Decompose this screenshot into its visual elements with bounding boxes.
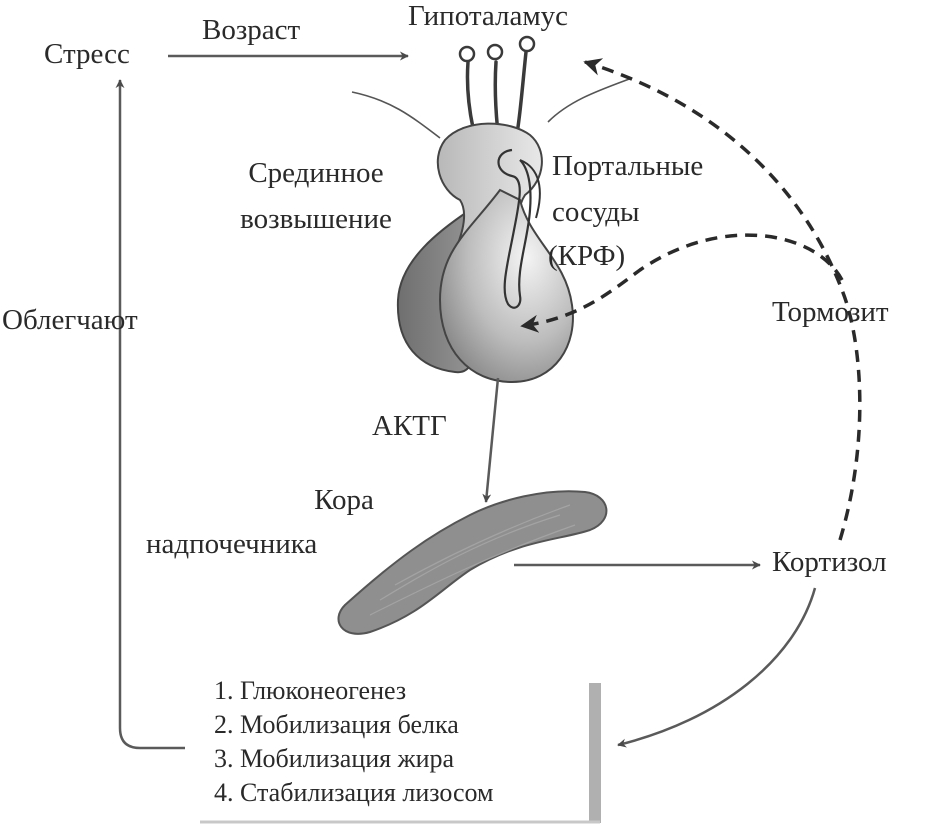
label-hypothalamus: Гипоталамус bbox=[408, 0, 569, 32]
label-stress: Стресс bbox=[44, 38, 130, 70]
label-median-eminence-2: возвышение bbox=[240, 203, 392, 235]
label-actg: АКТГ bbox=[372, 410, 447, 442]
neuron-bodies bbox=[458, 35, 536, 63]
inhibit-pituitary-arrow bbox=[520, 233, 844, 333]
hypothalamus-outline-left bbox=[351, 91, 441, 139]
effects-bracket bbox=[589, 683, 601, 823]
inhibit-hypothalamus-arrow bbox=[583, 58, 862, 541]
adrenal-cortex-shape bbox=[337, 490, 608, 635]
label-portal-3: (КРФ) bbox=[548, 240, 626, 272]
pituitary-gland bbox=[396, 122, 574, 384]
label-cortisol: Кортизол bbox=[772, 546, 887, 578]
effect-item-4: 4. Стабилизация лизосом bbox=[214, 778, 494, 807]
hypothalamus-outline-right bbox=[547, 77, 633, 123]
effect-item-1: 1. Глюконеогенез bbox=[214, 676, 407, 705]
label-adrenal-1: Кора bbox=[314, 484, 374, 516]
label-facilitate: Облегчают bbox=[2, 304, 138, 336]
actg-arrow bbox=[482, 377, 500, 503]
label-inhibits: Тормозит bbox=[772, 296, 889, 328]
adrenal-texture bbox=[369, 504, 576, 616]
label-portal-2: сосуды bbox=[552, 196, 640, 228]
label-age: Возраст bbox=[202, 14, 301, 46]
effect-item-2: 2. Мобилизация белка bbox=[214, 710, 459, 739]
cortisol-to-effects-arrow bbox=[617, 587, 817, 748]
label-adrenal-2: надпочечника bbox=[146, 528, 318, 560]
label-portal-1: Портальные bbox=[552, 150, 704, 182]
label-median-eminence-1: Срединное bbox=[248, 157, 384, 189]
facilitate-feedback-arrow bbox=[115, 79, 185, 750]
effect-item-3: 3. Мобилизация жира bbox=[214, 744, 455, 773]
